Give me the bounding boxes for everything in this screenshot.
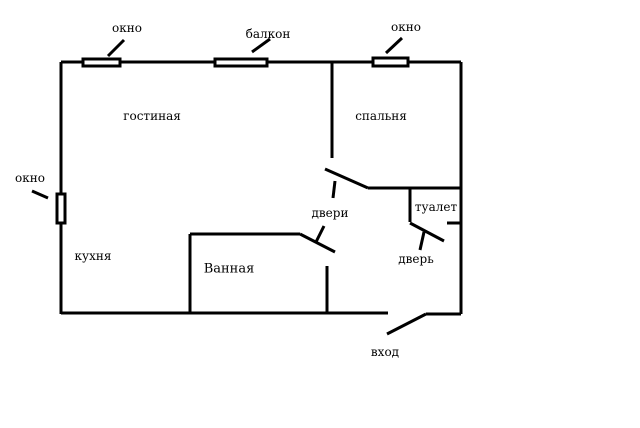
label-kitchen: кухня (74, 249, 112, 263)
window-left (55, 192, 67, 225)
bedroom-door (324, 167, 369, 190)
windows (55, 56, 410, 225)
label-entrance: вход (370, 345, 400, 359)
window-top-right (371, 56, 410, 68)
toilet-door (409, 221, 445, 243)
label-doors: двери (311, 206, 349, 220)
label-door: дверь (398, 252, 434, 266)
bathroom-door (299, 232, 336, 254)
label-window-left: окно (15, 171, 45, 185)
interior-walls (188, 62, 461, 313)
label-toilet: туалет (414, 200, 458, 214)
label-balcony: балкон (245, 27, 291, 41)
label-window-top-right: окно (391, 20, 421, 34)
label-bathroom: Ванная (203, 261, 255, 277)
entrance-door (386, 312, 427, 336)
doors (299, 167, 445, 336)
balcony-door (213, 57, 269, 68)
leader-lines (31, 36, 426, 251)
label-bedroom: спальня (355, 109, 407, 123)
window-top-left (81, 57, 122, 68)
label-window-top-left: окно (112, 21, 142, 35)
label-living-room: гостиная (123, 109, 181, 123)
